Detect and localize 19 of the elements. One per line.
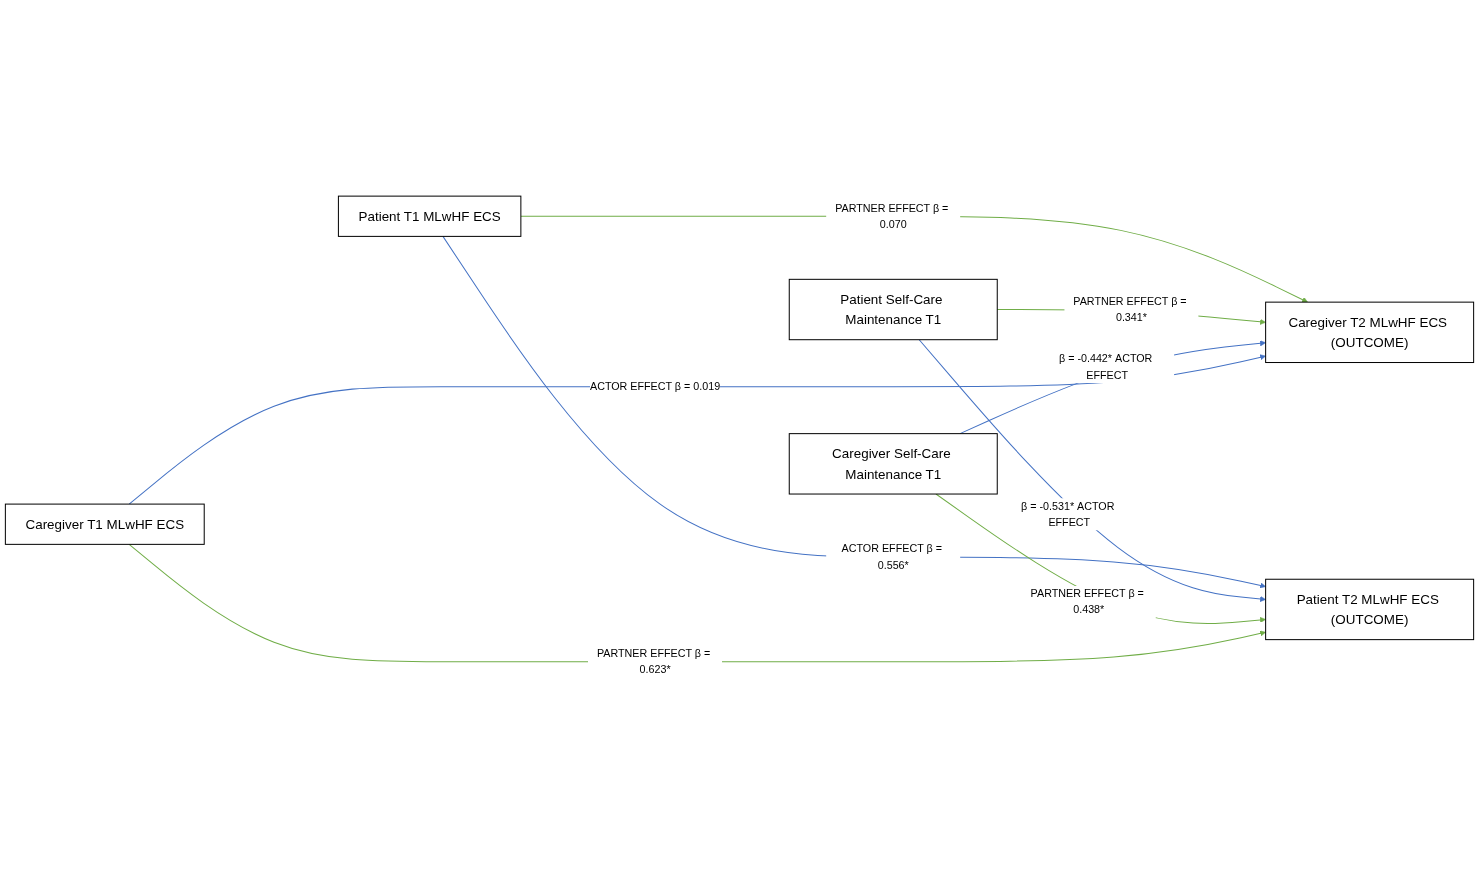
edge-label: PARTNER EFFECT β = 0.341* bbox=[1073, 295, 1187, 323]
node-box: Caregiver Self-Care Maintenance T1 bbox=[788, 433, 998, 495]
edge-label: ACTOR EFFECT β = 0.556* bbox=[841, 543, 942, 571]
node-box: Caregiver T2 MLwHF ECS (OUTCOME) bbox=[1265, 301, 1475, 364]
edge-label: PARTNER EFFECT β = 0.623* bbox=[596, 647, 711, 676]
node-box: Patient T2 MLwHF ECS (OUTCOME) bbox=[1265, 578, 1475, 641]
edge-label: β = -0.531* ACTOR EFFECT bbox=[1021, 500, 1115, 528]
node-box: Patient Self-Care Maintenance T1 bbox=[788, 278, 998, 341]
edge-label: ACTOR EFFECT β = 0.019 bbox=[589, 380, 721, 393]
edge-label: PARTNER EFFECT β = 0.070 bbox=[835, 202, 949, 230]
arrow bbox=[959, 340, 1266, 435]
edge-label: PARTNER EFFECT β = 0.438* bbox=[1030, 587, 1144, 616]
node-box: Patient T1 MLwHF ECS bbox=[337, 195, 522, 237]
node-box: Caregiver T1 MLwHF ECS bbox=[4, 503, 205, 545]
arrow bbox=[128, 354, 1266, 505]
edge-label: β = -0.442* ACTOR EFFECT bbox=[1058, 353, 1153, 381]
arrow bbox=[935, 493, 1266, 625]
arrow bbox=[128, 543, 1266, 663]
arrow bbox=[918, 339, 1266, 602]
